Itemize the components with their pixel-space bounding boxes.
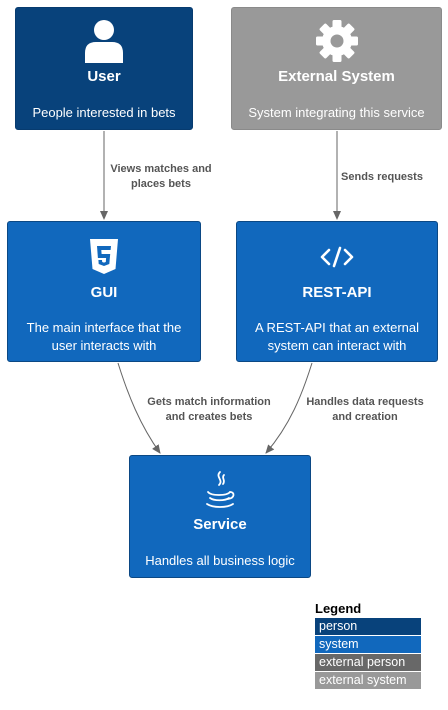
- node-service-title: Service: [193, 516, 247, 533]
- node-gui-description-line1: The main interface that the: [26, 320, 182, 335]
- node-restapi-title: REST-API: [302, 284, 372, 301]
- edge-label-restapi-service-line1: Handles data requests: [306, 396, 424, 408]
- legend-title: Legend: [315, 601, 362, 616]
- edge-label-external-restapi-line1: Sends requests: [341, 171, 423, 183]
- node-gui-description-line2: user interacts with: [51, 338, 157, 353]
- node-gui-title: GUI: [90, 284, 118, 301]
- edge-restapi-service: [265, 362, 313, 454]
- edge-label-user-gui-line1: Views matches and: [110, 163, 212, 175]
- edge-label-user-gui-line2: places bets: [131, 178, 191, 190]
- java-icon: [206, 471, 235, 508]
- edge-label-external-restapi: Sends requests: [332, 170, 432, 185]
- node-external-title: External System: [278, 68, 395, 85]
- node-external-description: System integrating this service: [248, 105, 425, 120]
- legend-item-person: person: [315, 618, 421, 635]
- legend-item-system: system: [315, 636, 421, 653]
- edge-label-gui-service: Gets match information and creates bets: [136, 395, 282, 425]
- node-user-description: People interested in bets: [32, 105, 176, 120]
- edge-label-restapi-service: Handles data requests and creation: [295, 395, 435, 425]
- edge-label-gui-service-line2: and creates bets: [165, 411, 253, 423]
- legend: Legend person system external person ext…: [315, 602, 421, 690]
- node-rest-api[interactable]: REST-API A REST-API that an external sys…: [236, 221, 438, 362]
- gear-icon: [315, 20, 358, 62]
- legend-item-external-system: external system: [315, 672, 421, 689]
- edge-label-user-gui: Views matches and places bets: [100, 162, 222, 192]
- node-restapi-description-line2: system can interact with: [267, 338, 407, 353]
- node-service[interactable]: Service Handles all business logic: [129, 455, 311, 578]
- node-user[interactable]: User People interested in bets: [15, 7, 193, 130]
- edge-gui-service: [117, 362, 161, 454]
- node-service-description: Handles all business logic: [145, 553, 295, 568]
- node-user-title: User: [87, 68, 121, 85]
- person-icon: [85, 20, 123, 63]
- legend-item-external-person: external person: [315, 654, 421, 671]
- edge-label-gui-service-line1: Gets match information: [147, 396, 271, 408]
- node-external-system[interactable]: External System System integrating this …: [231, 7, 442, 130]
- html5-icon: [90, 239, 118, 274]
- node-gui[interactable]: GUI The main interface that the user int…: [7, 221, 201, 362]
- code-icon: [320, 246, 354, 268]
- node-restapi-description-line1: A REST-API that an external: [254, 320, 420, 335]
- edge-label-restapi-service-line2: and creation: [332, 411, 398, 423]
